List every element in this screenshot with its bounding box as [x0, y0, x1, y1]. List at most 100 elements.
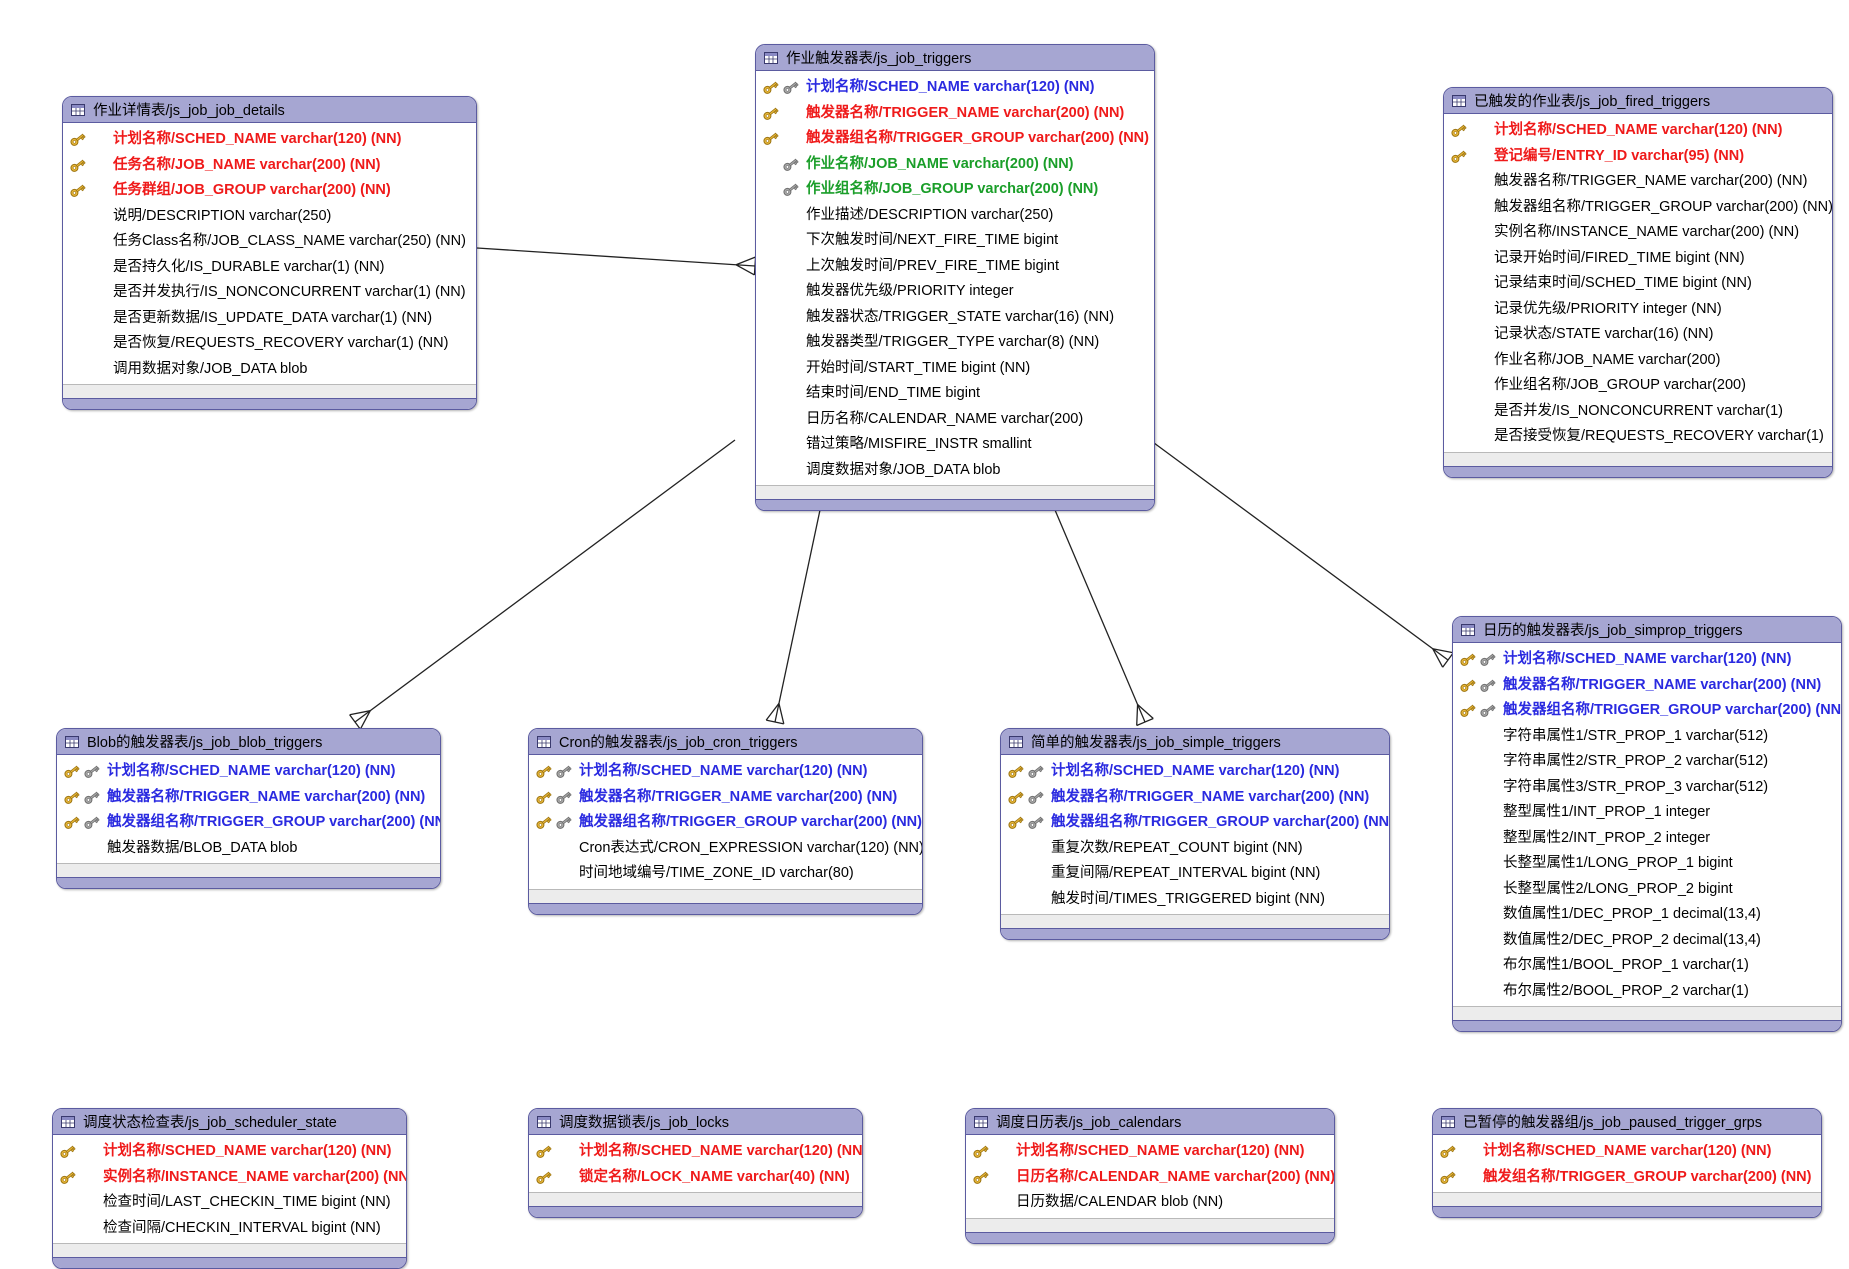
- field-row[interactable]: 任务名称/JOB_NAME varchar(200) (NN): [63, 153, 476, 179]
- field-row[interactable]: 触发器组名称/TRIGGER_GROUP varchar(200) (NN): [1444, 195, 1832, 221]
- field-row[interactable]: 开始时间/START_TIME bigint (NN): [756, 356, 1154, 382]
- field-row[interactable]: 数值属性2/DEC_PROP_2 decimal(13,4): [1453, 928, 1841, 954]
- field-row[interactable]: 任务群组/JOB_GROUP varchar(200) (NN): [63, 178, 476, 204]
- field-row[interactable]: 触发器组名称/TRIGGER_GROUP varchar(200) (NN): [756, 126, 1154, 152]
- field-row[interactable]: 上次触发时间/PREV_FIRE_TIME bigint: [756, 254, 1154, 280]
- table-header-locks[interactable]: 调度数据锁表/js_job_locks: [529, 1109, 862, 1135]
- field-row[interactable]: 作业组名称/JOB_GROUP varchar(200) (NN): [756, 177, 1154, 203]
- er-table-scheduler_state[interactable]: 调度状态检查表/js_job_scheduler_state 计划名称/SCHED…: [52, 1108, 407, 1269]
- field-row[interactable]: 触发器优先级/PRIORITY integer: [756, 279, 1154, 305]
- field-row[interactable]: 长整型属性1/LONG_PROP_1 bigint: [1453, 851, 1841, 877]
- er-table-job_triggers[interactable]: 作业触发器表/js_job_triggers 计划名称/SCHED_NAME va…: [755, 44, 1155, 511]
- field-row[interactable]: 长整型属性2/LONG_PROP_2 bigint: [1453, 877, 1841, 903]
- field-row[interactable]: 触发器状态/TRIGGER_STATE varchar(16) (NN): [756, 305, 1154, 331]
- field-row[interactable]: 触发器类型/TRIGGER_TYPE varchar(8) (NN): [756, 330, 1154, 356]
- field-row[interactable]: 是否并发执行/IS_NONCONCURRENT varchar(1) (NN): [63, 280, 476, 306]
- field-row[interactable]: 布尔属性1/BOOL_PROP_1 varchar(1): [1453, 953, 1841, 979]
- field-row[interactable]: 触发器组名称/TRIGGER_GROUP varchar(200) (NN): [1453, 698, 1841, 724]
- table-header-calendars[interactable]: 调度日历表/js_job_calendars: [966, 1109, 1334, 1135]
- table-header-simprop_triggers[interactable]: 日历的触发器表/js_job_simprop_triggers: [1453, 617, 1841, 643]
- field-row[interactable]: 计划名称/SCHED_NAME varchar(120) (NN): [53, 1139, 406, 1165]
- field-row[interactable]: 触发器组名称/TRIGGER_GROUP varchar(200) (NN): [57, 810, 440, 836]
- field-row[interactable]: 检查间隔/CHECKIN_INTERVAL bigint (NN): [53, 1216, 406, 1242]
- field-row[interactable]: 计划名称/SCHED_NAME varchar(120) (NN): [1453, 647, 1841, 673]
- field-row[interactable]: 作业名称/JOB_NAME varchar(200): [1444, 348, 1832, 374]
- field-row[interactable]: 计划名称/SCHED_NAME varchar(120) (NN): [1444, 118, 1832, 144]
- field-row[interactable]: 调度数据对象/JOB_DATA blob: [756, 458, 1154, 484]
- er-table-simprop_triggers[interactable]: 日历的触发器表/js_job_simprop_triggers 计划名称/SCHE…: [1452, 616, 1842, 1032]
- field-row[interactable]: 结束时间/END_TIME bigint: [756, 381, 1154, 407]
- field-row[interactable]: 错过策略/MISFIRE_INSTR smallint: [756, 432, 1154, 458]
- field-row[interactable]: 字符串属性2/STR_PROP_2 varchar(512): [1453, 749, 1841, 775]
- field-row[interactable]: 检查时间/LAST_CHECKIN_TIME bigint (NN): [53, 1190, 406, 1216]
- field-row[interactable]: 是否更新数据/IS_UPDATE_DATA varchar(1) (NN): [63, 306, 476, 332]
- field-row[interactable]: 触发器名称/TRIGGER_NAME varchar(200) (NN): [529, 785, 922, 811]
- er-table-job_details[interactable]: 作业详情表/js_job_job_details 计划名称/SCHED_NAME …: [62, 96, 477, 410]
- field-row[interactable]: 计划名称/SCHED_NAME varchar(120) (NN): [1001, 759, 1389, 785]
- field-row[interactable]: 触发时间/TIMES_TRIGGERED bigint (NN): [1001, 887, 1389, 913]
- table-header-fired_triggers[interactable]: 已触发的作业表/js_job_fired_triggers: [1444, 88, 1832, 114]
- field-row[interactable]: Cron表达式/CRON_EXPRESSION varchar(120) (NN…: [529, 836, 922, 862]
- field-row[interactable]: 记录开始时间/FIRED_TIME bigint (NN): [1444, 246, 1832, 272]
- table-header-blob_triggers[interactable]: Blob的触发器表/js_job_blob_triggers: [57, 729, 440, 755]
- field-row[interactable]: 是否并发/IS_NONCONCURRENT varchar(1): [1444, 399, 1832, 425]
- field-row[interactable]: 计划名称/SCHED_NAME varchar(120) (NN): [1433, 1139, 1821, 1165]
- field-row[interactable]: 记录状态/STATE varchar(16) (NN): [1444, 322, 1832, 348]
- field-row[interactable]: 锁定名称/LOCK_NAME varchar(40) (NN): [529, 1165, 862, 1191]
- field-row[interactable]: 计划名称/SCHED_NAME varchar(120) (NN): [966, 1139, 1334, 1165]
- field-row[interactable]: 触发器组名称/TRIGGER_GROUP varchar(200) (NN): [529, 810, 922, 836]
- table-header-scheduler_state[interactable]: 调度状态检查表/js_job_scheduler_state: [53, 1109, 406, 1135]
- field-row[interactable]: 触发器组名称/TRIGGER_GROUP varchar(200) (NN): [1001, 810, 1389, 836]
- field-row[interactable]: 下次触发时间/NEXT_FIRE_TIME bigint: [756, 228, 1154, 254]
- field-row[interactable]: 字符串属性1/STR_PROP_1 varchar(512): [1453, 724, 1841, 750]
- field-row[interactable]: 登记编号/ENTRY_ID varchar(95) (NN): [1444, 144, 1832, 170]
- table-header-cron_triggers[interactable]: Cron的触发器表/js_job_cron_triggers: [529, 729, 922, 755]
- field-row[interactable]: 重复间隔/REPEAT_INTERVAL bigint (NN): [1001, 861, 1389, 887]
- field-row[interactable]: 触发器名称/TRIGGER_NAME varchar(200) (NN): [756, 101, 1154, 127]
- field-row[interactable]: 作业组名称/JOB_GROUP varchar(200): [1444, 373, 1832, 399]
- field-row[interactable]: 是否恢复/REQUESTS_RECOVERY varchar(1) (NN): [63, 331, 476, 357]
- field-row[interactable]: 数值属性1/DEC_PROP_1 decimal(13,4): [1453, 902, 1841, 928]
- field-row[interactable]: 记录优先级/PRIORITY integer (NN): [1444, 297, 1832, 323]
- field-row[interactable]: 触发器名称/TRIGGER_NAME varchar(200) (NN): [57, 785, 440, 811]
- table-header-job_details[interactable]: 作业详情表/js_job_job_details: [63, 97, 476, 123]
- field-row[interactable]: 触发器名称/TRIGGER_NAME varchar(200) (NN): [1453, 673, 1841, 699]
- field-row[interactable]: 实例名称/INSTANCE_NAME varchar(200) (NN): [1444, 220, 1832, 246]
- er-table-calendars[interactable]: 调度日历表/js_job_calendars 计划名称/SCHED_NAME va…: [965, 1108, 1335, 1244]
- field-row[interactable]: 计划名称/SCHED_NAME varchar(120) (NN): [756, 75, 1154, 101]
- field-row[interactable]: 触发组名称/TRIGGER_GROUP varchar(200) (NN): [1433, 1165, 1821, 1191]
- field-row[interactable]: 作业描述/DESCRIPTION varchar(250): [756, 203, 1154, 229]
- field-row[interactable]: 时间地域编号/TIME_ZONE_ID varchar(80): [529, 861, 922, 887]
- field-row[interactable]: 字符串属性3/STR_PROP_3 varchar(512): [1453, 775, 1841, 801]
- er-table-paused_trigger_grps[interactable]: 已暂停的触发器组/js_job_paused_trigger_grps 计划名称/…: [1432, 1108, 1822, 1218]
- field-row[interactable]: 记录结束时间/SCHED_TIME bigint (NN): [1444, 271, 1832, 297]
- field-row[interactable]: 触发器数据/BLOB_DATA blob: [57, 836, 440, 862]
- table-header-job_triggers[interactable]: 作业触发器表/js_job_triggers: [756, 45, 1154, 71]
- table-header-paused_trigger_grps[interactable]: 已暂停的触发器组/js_job_paused_trigger_grps: [1433, 1109, 1821, 1135]
- field-row[interactable]: 整型属性2/INT_PROP_2 integer: [1453, 826, 1841, 852]
- field-row[interactable]: 整型属性1/INT_PROP_1 integer: [1453, 800, 1841, 826]
- field-row[interactable]: 任务Class名称/JOB_CLASS_NAME varchar(250) (N…: [63, 229, 476, 255]
- field-row[interactable]: 触发器名称/TRIGGER_NAME varchar(200) (NN): [1444, 169, 1832, 195]
- field-row[interactable]: 重复次数/REPEAT_COUNT bigint (NN): [1001, 836, 1389, 862]
- field-row[interactable]: 日历数据/CALENDAR blob (NN): [966, 1190, 1334, 1216]
- field-row[interactable]: 计划名称/SCHED_NAME varchar(120) (NN): [529, 1139, 862, 1165]
- field-row[interactable]: 布尔属性2/BOOL_PROP_2 varchar(1): [1453, 979, 1841, 1005]
- field-row[interactable]: 计划名称/SCHED_NAME varchar(120) (NN): [529, 759, 922, 785]
- field-row[interactable]: 日历名称/CALENDAR_NAME varchar(200) (NN): [966, 1165, 1334, 1191]
- field-row[interactable]: 是否持久化/IS_DURABLE varchar(1) (NN): [63, 255, 476, 281]
- field-row[interactable]: 作业名称/JOB_NAME varchar(200) (NN): [756, 152, 1154, 178]
- field-row[interactable]: 说明/DESCRIPTION varchar(250): [63, 204, 476, 230]
- table-header-simple_triggers[interactable]: 简单的触发器表/js_job_simple_triggers: [1001, 729, 1389, 755]
- er-table-locks[interactable]: 调度数据锁表/js_job_locks 计划名称/SCHED_NAME varch…: [528, 1108, 863, 1218]
- er-table-fired_triggers[interactable]: 已触发的作业表/js_job_fired_triggers 计划名称/SCHED_…: [1443, 87, 1833, 478]
- field-row[interactable]: 调用数据对象/JOB_DATA blob: [63, 357, 476, 383]
- field-row[interactable]: 实例名称/INSTANCE_NAME varchar(200) (NN): [53, 1165, 406, 1191]
- field-row[interactable]: 计划名称/SCHED_NAME varchar(120) (NN): [57, 759, 440, 785]
- er-table-blob_triggers[interactable]: Blob的触发器表/js_job_blob_triggers 计划名称/SCHED…: [56, 728, 441, 889]
- field-row[interactable]: 触发器名称/TRIGGER_NAME varchar(200) (NN): [1001, 785, 1389, 811]
- er-table-simple_triggers[interactable]: 简单的触发器表/js_job_simple_triggers 计划名称/SCHED…: [1000, 728, 1390, 940]
- er-table-cron_triggers[interactable]: Cron的触发器表/js_job_cron_triggers 计划名称/SCHED…: [528, 728, 923, 915]
- field-row[interactable]: 是否接受恢复/REQUESTS_RECOVERY varchar(1): [1444, 424, 1832, 450]
- field-row[interactable]: 计划名称/SCHED_NAME varchar(120) (NN): [63, 127, 476, 153]
